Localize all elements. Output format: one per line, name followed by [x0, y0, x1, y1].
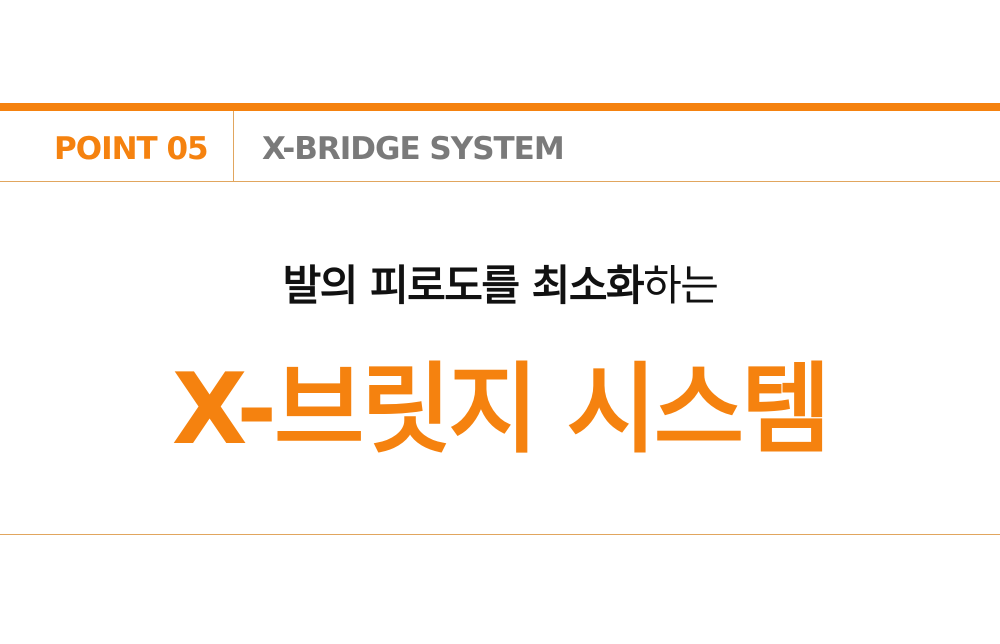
- section-title: X-BRIDGE SYSTEM: [262, 131, 565, 167]
- subtitle-suffix: 하는: [643, 261, 719, 310]
- top-accent-bar: [0, 103, 1000, 111]
- header-bottom-divider: [0, 181, 1000, 182]
- bottom-divider: [0, 534, 1000, 535]
- headline: X-브릿지 시스템: [171, 353, 831, 467]
- point-number-label: POINT 05: [54, 131, 209, 167]
- subtitle: 발의 피로도를 최소화하는: [0, 258, 1000, 314]
- subtitle-emphasis: 발의 피로도를 최소화: [282, 261, 645, 310]
- header-divider: [233, 111, 234, 181]
- section-header: POINT 05 X-BRIDGE SYSTEM: [0, 111, 1000, 181]
